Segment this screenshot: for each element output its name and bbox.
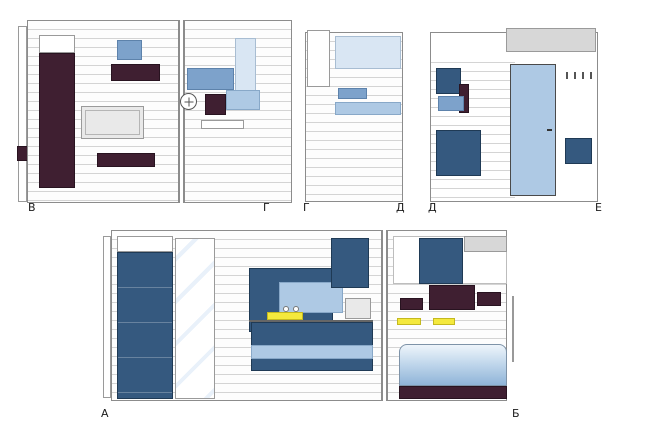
wardrobe-tall-maroon xyxy=(39,53,75,188)
cabinet-outline xyxy=(117,236,173,252)
partition-wall xyxy=(382,230,387,401)
shelf-bar-blue xyxy=(438,96,464,111)
elevation-label-e: Е xyxy=(595,201,602,214)
bed-inner-frame xyxy=(85,110,140,135)
kitchen-upper-cabinet-light xyxy=(279,282,343,313)
mirror xyxy=(175,238,215,399)
shelf-bar-maroon xyxy=(111,64,160,81)
coat-hook xyxy=(566,72,568,79)
wall-section-strip xyxy=(18,26,27,202)
accent-bar-yellow xyxy=(397,318,421,325)
cabinet-box-blue xyxy=(565,138,592,164)
kitchen-tall-cabinet xyxy=(331,238,369,288)
base-panel-maroon xyxy=(399,386,507,399)
door-handle xyxy=(547,129,552,131)
cabinet-top-gray xyxy=(464,236,507,252)
cabinet-box-blue xyxy=(436,68,461,94)
wardrobe-tall-blue xyxy=(117,252,173,399)
kitchen-drawer-light xyxy=(251,345,373,359)
elevation-label-g: Г xyxy=(263,201,270,214)
coat-hook xyxy=(574,72,576,79)
shelf-bar-maroon xyxy=(400,298,423,310)
elevation-label-v: В xyxy=(28,201,36,214)
shelf-bar-maroon xyxy=(97,153,155,167)
elevation-v-g xyxy=(17,20,292,203)
bed xyxy=(81,106,144,139)
elevation-label-g2: Г xyxy=(303,201,310,214)
shelf-outline xyxy=(201,120,244,129)
accent-bar-yellow xyxy=(433,318,455,325)
cabinet-outline xyxy=(39,35,75,53)
backsplash-accent-yellow xyxy=(267,312,303,320)
shelf-bar-blue xyxy=(187,68,234,90)
cabinet-tall-white xyxy=(307,30,330,87)
microwave xyxy=(345,298,371,319)
countertop xyxy=(249,320,373,322)
panel-light-blue xyxy=(335,102,401,115)
glass-panel xyxy=(399,344,507,386)
faucet-icon xyxy=(293,306,299,312)
elevation-label-a: А xyxy=(101,407,109,420)
wall-section-strip xyxy=(103,236,111,398)
coat-hook xyxy=(582,72,584,79)
shelf-bar-maroon xyxy=(477,292,501,306)
mirror-panel xyxy=(335,36,401,69)
elevation-label-d2: Д xyxy=(428,201,437,214)
shelf-bar-maroon xyxy=(429,285,475,310)
elevation-a-b xyxy=(103,228,515,401)
partition-wall xyxy=(179,20,184,203)
clock-icon xyxy=(180,93,197,110)
faucet-icon xyxy=(283,306,289,312)
elevation-label-b: Б xyxy=(512,407,520,420)
cabinet-box-blue xyxy=(419,238,463,284)
elevation-d-e xyxy=(430,28,602,202)
shelf-bar-blue xyxy=(338,88,367,99)
shelf-box-blue xyxy=(117,40,142,60)
pipe xyxy=(512,296,514,362)
elevation-g-d xyxy=(305,30,405,202)
door xyxy=(510,64,556,196)
shelf-bar-light-blue xyxy=(226,90,260,110)
coat-hook xyxy=(590,72,592,79)
ceiling-soffit xyxy=(506,28,596,52)
washing-machine xyxy=(436,130,481,176)
shelf-box-maroon xyxy=(205,94,226,115)
cabinet-tall-light xyxy=(235,38,256,91)
elevation-label-d: Д xyxy=(396,201,405,214)
